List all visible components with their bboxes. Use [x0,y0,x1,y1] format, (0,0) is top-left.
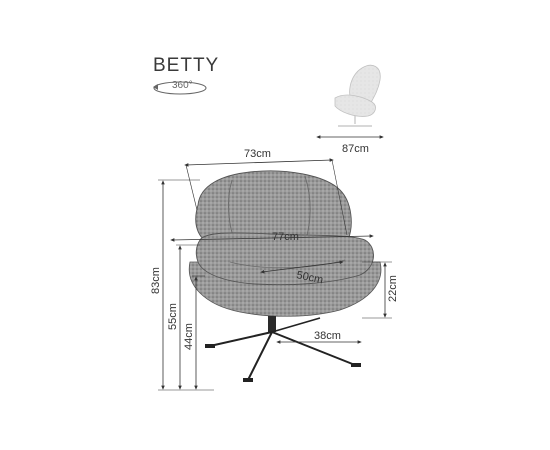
seat-height-min-label: 44cm [183,323,195,350]
width-label: 73cm [244,148,271,160]
seat-width-dimension-line [170,234,374,242]
seat-width-label: 77cm [272,231,299,243]
product-title: BETTY [153,55,220,76]
base-radius-label: 38cm [314,330,341,342]
chair-illustration [188,170,382,382]
width-dimension-line [184,158,334,167]
total-height-label: 83cm [150,267,162,294]
seat-height-max-label: 55cm [167,303,179,330]
seat-depth-label: 50cm [295,269,324,286]
side-view-thumbnail [334,64,381,127]
depth-label: 87cm [342,143,369,155]
rotation-label: 360° [172,80,193,91]
armrest-height-label: 22cm [387,275,399,302]
seat-depth-dimension-line [260,260,344,274]
rotation-icon [153,81,207,95]
